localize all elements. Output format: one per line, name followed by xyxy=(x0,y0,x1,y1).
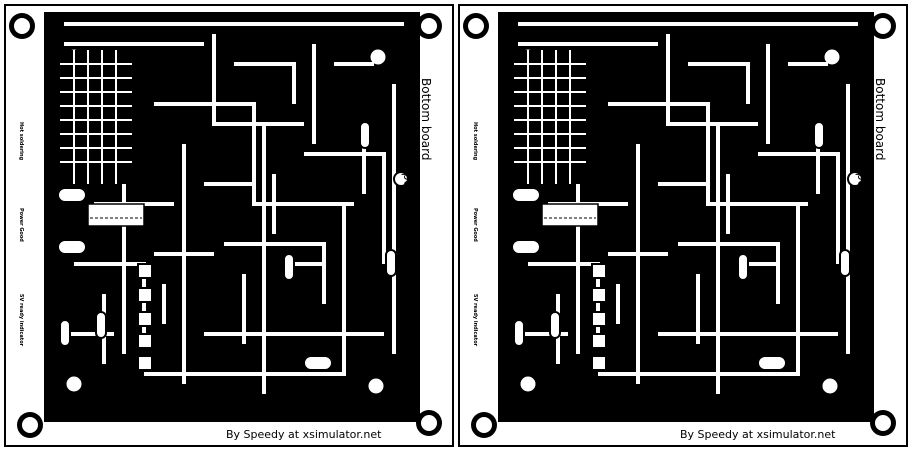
board-side-label: High power swer speed & direction DC mot… xyxy=(401,62,415,395)
grid-pad xyxy=(514,50,586,184)
side-label-group: High power swer speed & direction DC mot… xyxy=(401,62,415,395)
board-subtitle: By Speedy at xsimulator.net xyxy=(680,428,836,441)
pcb-board-left: HPMC V1.0a By Speedy at xsimulator.net H… xyxy=(4,4,454,447)
mounting-hole-inner-bottom-right xyxy=(819,375,841,397)
mounting-hole-inner-top-right xyxy=(821,46,843,68)
mounting-hole-inner-bottom-left xyxy=(63,373,85,395)
pads xyxy=(511,121,863,371)
board-side-label: High power swer speed & direction DC mot… xyxy=(855,62,869,395)
tiny-label-0: Hot soldering xyxy=(472,122,478,161)
side-label-group: High power swer speed & direction DC mot… xyxy=(855,62,869,395)
side-label-2-group: Bottom board xyxy=(873,78,887,160)
chip-outline xyxy=(541,203,599,227)
labels: HPMC V1.0a By Speedy at xsimulator.net H… xyxy=(472,62,887,441)
tiny-label-0: Hot soldering xyxy=(18,122,24,161)
board-subtitle: By Speedy at xsimulator.net xyxy=(226,428,382,441)
tiny-label-2: 5V ready indicator xyxy=(18,294,24,347)
tiny-label-2: 5V ready indicator xyxy=(472,294,478,347)
board-title: HPMC V1.0a xyxy=(239,402,363,423)
board-side-label-2: Bottom board xyxy=(419,78,433,160)
board-side-label-2: Bottom board xyxy=(873,78,887,160)
pcb-board-right: HPMC V1.0a By Speedy at xsimulator.net H… xyxy=(458,4,908,447)
mounting-hole-inner-bottom-right xyxy=(365,375,387,397)
pcb-board-right-svg: HPMC V1.0a By Speedy at xsimulator.net H… xyxy=(458,4,908,447)
tiny-label-1: Power Good xyxy=(18,208,24,242)
chip-outline xyxy=(87,203,145,227)
pcb-board-left-svg: HPMC V1.0a By Speedy at xsimulator.net H… xyxy=(4,4,454,447)
tiny-label-1: Power Good xyxy=(472,208,478,242)
board-title: HPMC V1.0a xyxy=(693,402,817,423)
labels: HPMC V1.0a By Speedy at xsimulator.net H… xyxy=(18,62,433,441)
pads xyxy=(57,121,409,371)
mounting-hole-inner-top-right xyxy=(367,46,389,68)
grid-pad xyxy=(60,50,132,184)
side-label-2-group: Bottom board xyxy=(419,78,433,160)
mounting-hole-inner-bottom-left xyxy=(517,373,539,395)
